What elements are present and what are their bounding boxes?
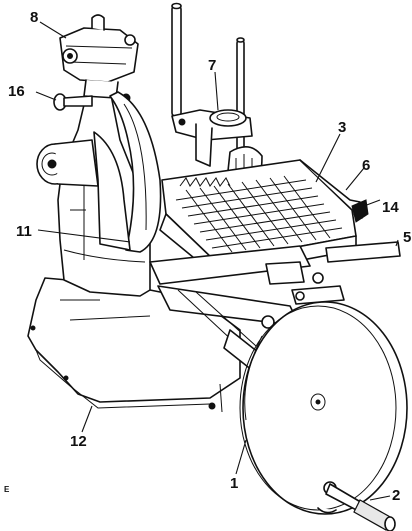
callout-labels: 8 16 7 3 6 14 5 11 12 1 2 E [4,9,411,504]
callout-6: 6 [362,157,370,174]
leader-lines [35,21,399,501]
callout-3: 3 [338,119,346,136]
crank-handle [323,481,396,531]
callout-8: 8 [30,9,38,26]
callout-12: 12 [70,433,87,450]
edge-text: E [4,485,10,494]
slide-rail [149,245,345,413]
callout-2: 2 [392,487,400,504]
callout-1: 1 [230,475,238,492]
blade-guard [93,91,162,253]
callout-11: 11 [16,223,32,240]
callout-16: 16 [8,83,25,100]
flywheel [239,301,408,515]
top-head [59,14,139,99]
motor-cylinder [36,139,99,187]
callout-7: 7 [208,57,216,74]
callout-14: 14 [382,199,399,216]
callout-5: 5 [403,229,411,246]
